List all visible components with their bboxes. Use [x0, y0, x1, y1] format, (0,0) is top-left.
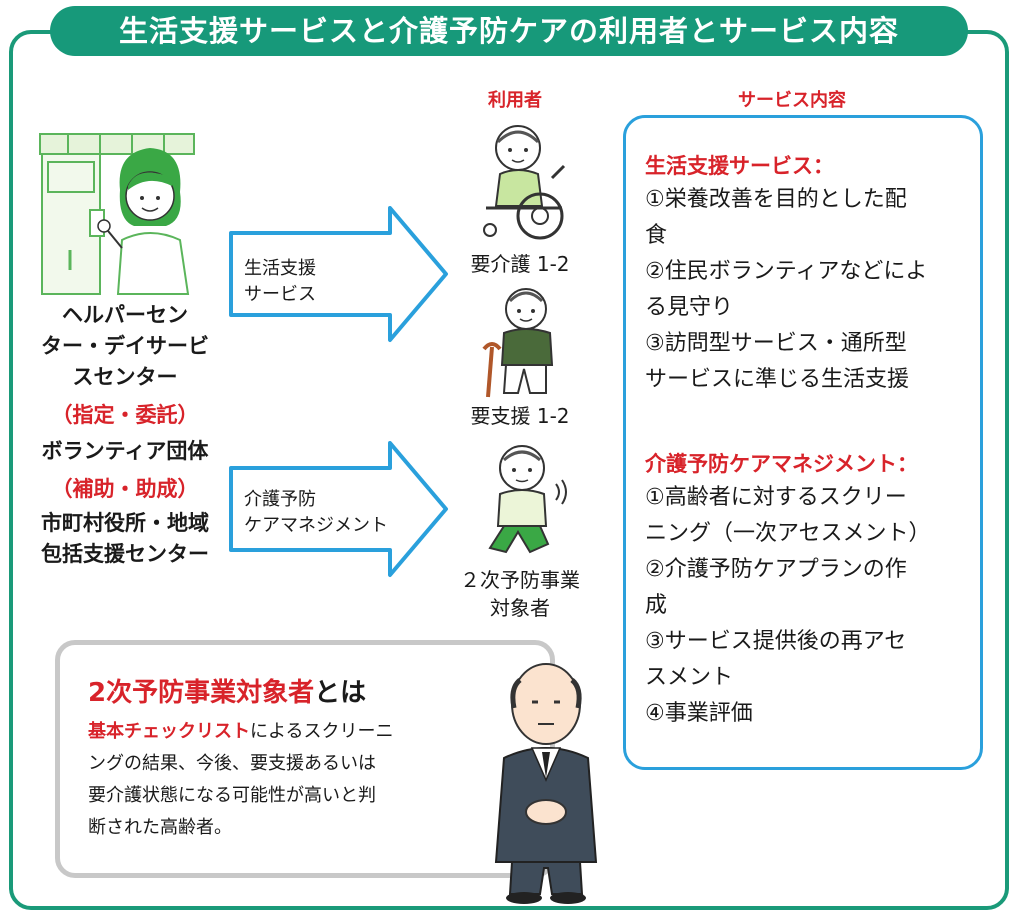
walking-elder-illustration [488, 445, 567, 554]
life-support-item: ③訪問型サービス・通所型 [645, 331, 907, 356]
definition-line: 基本チェックリストによるスクリーニ [88, 716, 488, 748]
care-management-item: ①高齢者に対するスクリー [645, 485, 907, 510]
care-management-item: ④事業評価 [645, 701, 753, 726]
care-management-list: ①高齢者に対するスクリー ニング（一次アセスメント） ②介護予防ケアプランの作 … [645, 480, 980, 732]
provider-helper-center-3: スセンター [72, 365, 178, 389]
arrow-life-support [229, 206, 448, 342]
care-management-item: スメント [645, 665, 734, 690]
definition-line: 要介護状態になる可能性が高いと判 [88, 785, 376, 806]
life-support-item: 食 [645, 223, 668, 248]
care-management-item: 成 [645, 593, 668, 618]
page-title: 生活支援サービスと介護予防ケアの利用者とサービス内容 [50, 6, 968, 56]
life-support-item: サービスに準じる生活支援 [645, 367, 910, 392]
provider-volunteer: ボランティア団体 [41, 439, 209, 463]
man-in-suit-illustration [494, 663, 598, 904]
service-content-box [623, 115, 983, 770]
care-management-heading: 介護予防ケアマネジメント： [645, 452, 918, 476]
provider-municipal-1: 市町村役所・地域 [41, 511, 209, 535]
provider-municipal-2: 包括支援センター [41, 542, 209, 566]
helper-center-illustration [39, 133, 195, 295]
definition-line-rest: によるスクリーニ [250, 721, 394, 742]
life-support-item: ②住民ボランティアなどによ [645, 259, 928, 284]
services-column-head: サービス内容 [738, 90, 846, 111]
life-support-heading: 生活支援サービス： [645, 154, 834, 178]
definition-line: 断された高齢者。 [88, 817, 232, 838]
arrow-care-management-label-1: 介護予防 [244, 489, 316, 510]
provider-helper-center-2: ター・デイサービ [41, 334, 209, 358]
care-management-item: ②介護予防ケアプランの作 [645, 557, 907, 582]
definition-text: 基本チェックリストによるスクリーニ ングの結果、今後、要支援あるいは 要介護状態… [88, 716, 488, 844]
care-management-item: ニング（一次アセスメント） [645, 521, 931, 546]
definition-title-suffix: とは [314, 678, 367, 708]
user-secondary-2: 対象者 [490, 596, 550, 620]
user-support-level: 要支援 1-2 [470, 404, 570, 428]
provider-designation: （指定・委託） [51, 403, 199, 427]
user-secondary-1: ２次予防事業 [460, 568, 580, 592]
wheelchair-elder-illustration [483, 125, 566, 240]
life-support-item: ①栄養改善を目的とした配 [645, 187, 907, 212]
definition-line: ングの結果、今後、要支援あるいは [88, 753, 376, 774]
cane-elder-illustration [482, 288, 554, 398]
arrow-care-management-label-2: ケアマネジメント [244, 515, 388, 536]
provider-helper-center-1: ヘルパーセン [62, 303, 188, 327]
definition-checklist-term: 基本チェックリスト [88, 721, 250, 742]
life-support-list: ①栄養改善を目的とした配 食 ②住民ボランティアなどによ る見守り ③訪問型サー… [645, 182, 980, 398]
provider-subsidy: （補助・助成） [51, 477, 199, 501]
definition-title: 2次予防事業対象者とは [88, 672, 366, 709]
arrow-life-support-label-1: 生活支援 [244, 258, 316, 279]
definition-title-term: 2次予防事業対象者 [88, 678, 315, 708]
care-management-item: ③サービス提供後の再アセ [645, 629, 907, 654]
life-support-item: る見守り [645, 295, 734, 320]
user-care-level: 要介護 1-2 [470, 252, 570, 276]
users-column-head: 利用者 [488, 90, 542, 111]
arrow-care-management [229, 441, 448, 577]
arrow-life-support-label-2: サービス [244, 284, 316, 305]
